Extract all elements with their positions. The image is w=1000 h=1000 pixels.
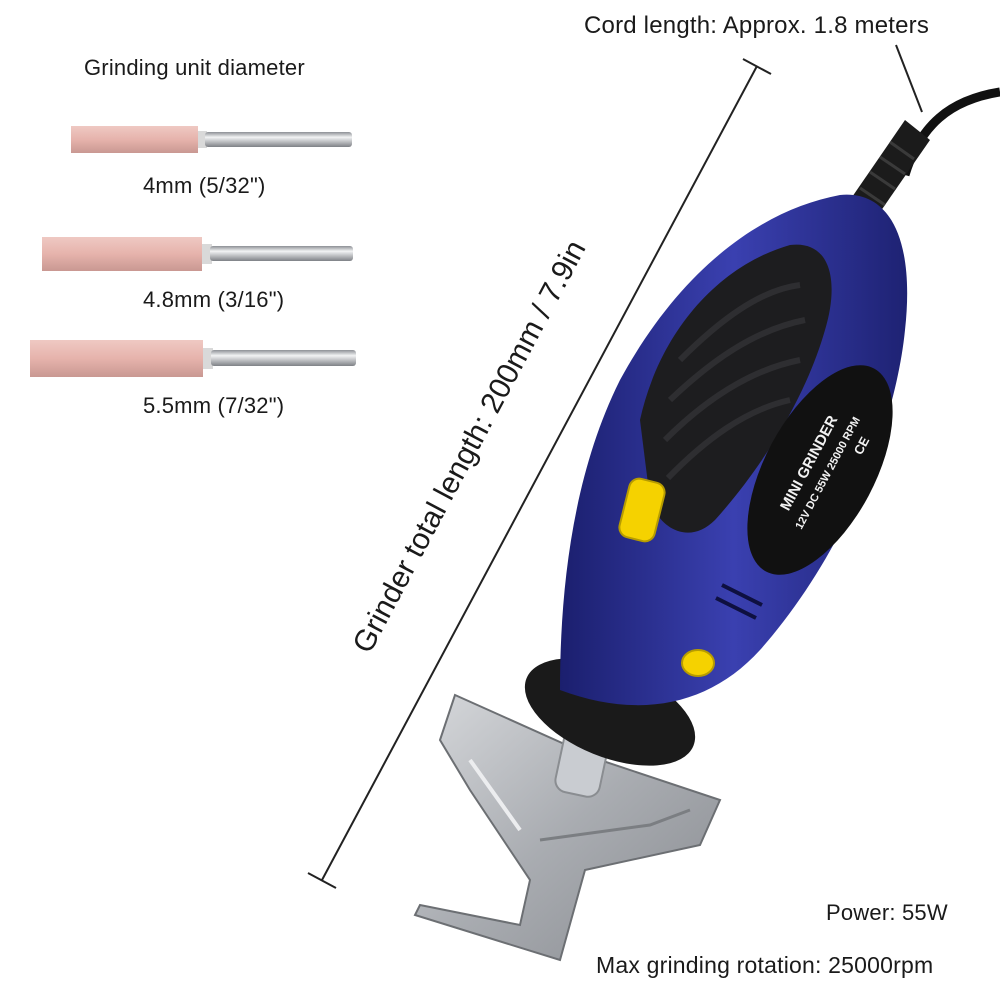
stone-label-5-5mm: 5.5mm (7/32")	[143, 393, 285, 418]
stone-label-4-8mm: 4.8mm (3/16")	[143, 287, 285, 312]
switch-button	[618, 477, 666, 543]
grinding-stone-5-5mm	[30, 340, 356, 377]
power-cord	[850, 44, 1000, 215]
stone-label-4mm: 4mm (5/32")	[143, 173, 266, 198]
rotation-spec: Max grinding rotation: 25000rpm	[596, 952, 934, 978]
power-spec: Power: 55W	[826, 900, 948, 925]
lock-button	[681, 649, 715, 677]
grinder-body	[560, 194, 908, 706]
diameter-title: Grinding unit diameter	[84, 55, 305, 80]
cord-length-text: Cord length: Approx. 1.8 meters	[584, 12, 930, 39]
grinding-stone-4mm	[71, 126, 352, 153]
length-dimension-line	[307, 58, 772, 889]
grinding-stone-4-8mm	[42, 237, 353, 271]
